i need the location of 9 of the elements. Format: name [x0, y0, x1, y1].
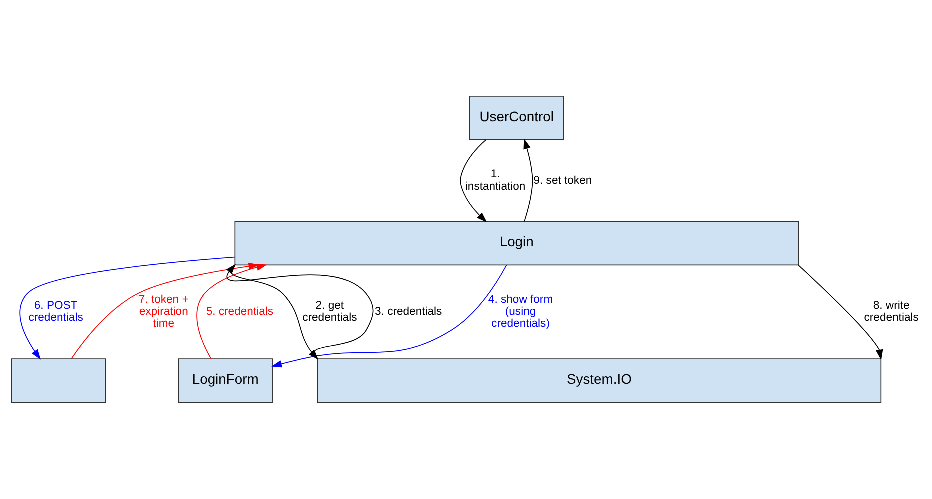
edge-label: 5. credentials [206, 306, 274, 318]
edge-label: 3. credentials [375, 306, 442, 318]
edge-label: 7. token + expiration time [138, 294, 189, 330]
edge-label: 2. get credentials [302, 300, 358, 324]
edge-label: 4. show form (using credentials) [488, 294, 554, 330]
edge-label: 9. set token [534, 174, 592, 187]
edge-label: 1. instantiation [465, 168, 526, 193]
edge-label: 8. write credentials [864, 300, 919, 324]
edge-label: 6. POST credentials [28, 300, 84, 324]
